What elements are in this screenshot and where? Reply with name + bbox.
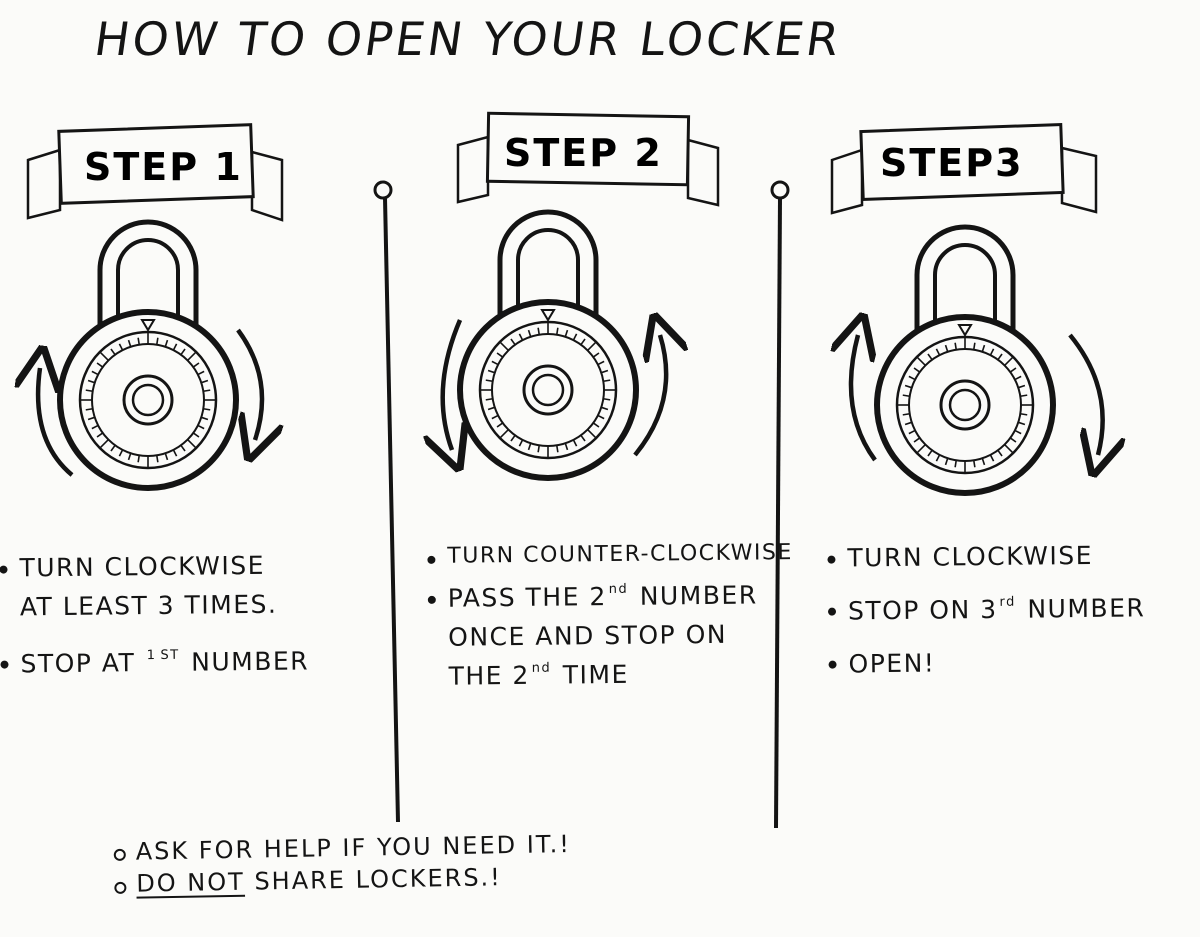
padlock-1 <box>57 219 239 491</box>
step-1-item-1: TURN CLOCKWISE AT LEAST 3 TIMES. <box>0 546 309 627</box>
padlock-2-shackle <box>497 209 599 338</box>
padlock-3-shackle <box>914 224 1016 353</box>
step-1-clockwise-arrows <box>38 328 262 477</box>
step-2-counter-clockwise-arrows <box>443 320 666 455</box>
step-3-label: STEP3 <box>880 141 1024 185</box>
padlock-2-pointer-icon <box>540 309 556 322</box>
padlock-3-pointer-icon <box>957 324 973 337</box>
step-3-clockwise-arrows <box>851 335 1103 460</box>
step-2-label: STEP 2 <box>504 131 663 175</box>
step-1-banner: STEP 1 <box>26 123 284 222</box>
padlock-1-dial <box>78 330 218 470</box>
divider-1 <box>373 180 400 823</box>
divider-2 <box>770 180 790 829</box>
step-3-banner: STEP3 <box>830 122 1098 215</box>
padlock-1-pointer-icon <box>140 319 156 332</box>
footer-emphasis: DO NOT <box>136 868 246 898</box>
padlock-1-shackle <box>97 219 199 348</box>
step-3-item-3: OPEN! <box>828 642 1146 684</box>
step-2-item-1: TURN COUNTER-CLOCKWISE <box>427 536 793 574</box>
padlock-2-dial <box>478 320 618 460</box>
padlock-3-dial <box>895 335 1035 475</box>
step-3-item-1: TURN CLOCKWISE <box>827 536 1145 578</box>
padlock-3 <box>874 224 1056 496</box>
step-1-instructions: TURN CLOCKWISE AT LEAST 3 TIMES. STOP AT… <box>0 546 309 683</box>
step-1-label: STEP 1 <box>84 145 243 189</box>
step-2-banner: STEP 2 <box>456 111 720 207</box>
footer-notes: ASK FOR HELP IF YOU NEED IT.! DO NOT SHA… <box>111 828 572 901</box>
padlock-2 <box>457 209 639 481</box>
